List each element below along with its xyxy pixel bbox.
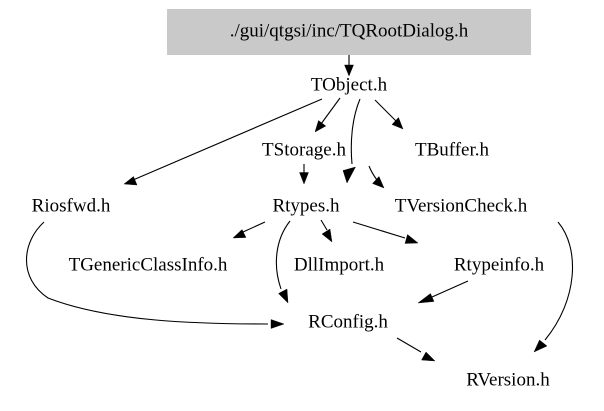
- edge-tobject-to-tstorage: [314, 97, 341, 133]
- edge-tversioncheck-to-rversion: [533, 221, 574, 353]
- edge-riosfwd-to-rconfig: [26, 221, 285, 329]
- edge-rtypes-to-rconfig: [275, 220, 291, 304]
- node-tstorage[interactable]: TStorage.h: [262, 139, 346, 160]
- node-rtypeinfo[interactable]: Rtypeinfo.h: [454, 254, 545, 275]
- node-rtypes[interactable]: Rtypes.h: [272, 195, 340, 216]
- edge-rconfig-to-rversion: [396, 337, 436, 362]
- node-dllimport[interactable]: DllImport.h: [294, 254, 385, 275]
- node-layer: ./gui/qtgsi/inc/TQRootDialog.h TObject.h…: [32, 20, 551, 390]
- node-tobject[interactable]: TObject.h: [311, 74, 388, 95]
- edge-tobject-to-riosfwd: [123, 98, 323, 186]
- node-rconfig[interactable]: RConfig.h: [308, 311, 388, 332]
- node-rversion[interactable]: RVersion.h: [466, 369, 550, 390]
- edge-tobject-to-rtypes: [342, 98, 361, 184]
- edge-tobject-to-tbuffer: [374, 99, 404, 130]
- root-node-box: [167, 9, 531, 55]
- edge-rtypeinfo-to-rconfig: [417, 280, 469, 304]
- edge-tbuffer-to-tversioncheck: [368, 165, 385, 189]
- node-riosfwd[interactable]: Riosfwd.h: [32, 195, 111, 216]
- edge-rtypes-to-tgenericclassinfo: [232, 221, 266, 239]
- node-root-tqrootdialog[interactable]: ./gui/qtgsi/inc/TQRootDialog.h: [230, 20, 469, 41]
- node-tbuffer[interactable]: TBuffer.h: [415, 139, 490, 160]
- node-tgenericclassinfo[interactable]: TGenericClassInfo.h: [69, 254, 228, 275]
- edge-rtypes-to-dllimport: [320, 219, 333, 243]
- edge-layer: [26, 55, 574, 362]
- edge-rtypes-to-rtypeinfo: [352, 221, 419, 244]
- edge-root-to-tobject: [344, 55, 354, 77]
- node-tversioncheck[interactable]: TVersionCheck.h: [395, 195, 528, 216]
- edge-tstorage-to-rtypes: [299, 164, 309, 185]
